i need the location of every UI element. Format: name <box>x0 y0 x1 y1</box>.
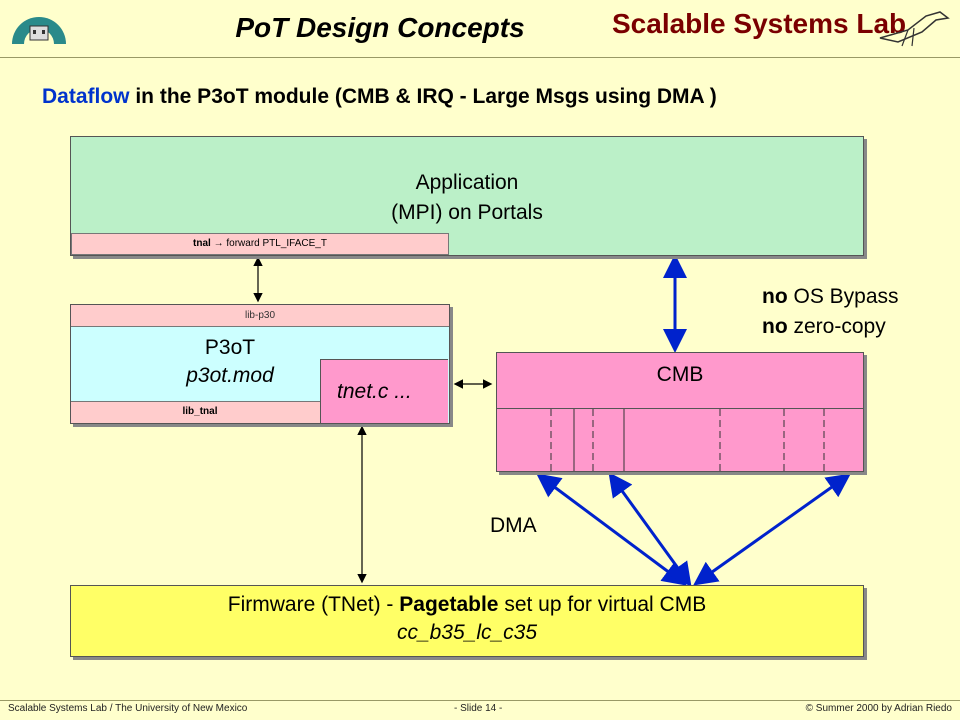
application-label: Application (MPI) on Portals <box>391 171 543 224</box>
dma-label: DMA <box>490 514 537 537</box>
lib-tnal-bar: lib_tnal <box>71 401 329 423</box>
cmb-divider <box>497 408 863 409</box>
cmb-box <box>496 352 864 472</box>
dma-arrow-1 <box>536 473 687 586</box>
footer-divider <box>0 700 960 701</box>
firmware-label: Firmware (TNet) - Pagetable set up for v… <box>227 593 707 644</box>
p3ot-label: P3oT p3ot.mod <box>186 336 274 387</box>
footer-slide-number: - Slide 14 - <box>454 703 503 714</box>
cmb-buffer-slots <box>550 409 825 471</box>
slide-subtitle: Dataflow in the P3oT module (CMB & IRQ -… <box>42 85 717 108</box>
dma-arrow-3 <box>693 473 851 586</box>
dma-arrow-2 <box>608 472 692 587</box>
university-logo-icon <box>10 6 68 46</box>
lib-p30-bar: lib-p30 <box>71 305 449 327</box>
header-divider <box>0 57 960 58</box>
tnal-forward-bar: tnal → forward PTL_IFACE_T <box>71 233 449 255</box>
tnet-c-box: tnet.c ... <box>320 359 448 423</box>
slide-title: PoT Design Concepts <box>235 12 525 43</box>
cmb-label: CMB <box>656 363 704 386</box>
lab-logo-text: Scalable Systems Lab <box>612 8 907 39</box>
firmware-box <box>70 585 864 657</box>
footer-copyright: © Summer 2000 by Adrian Riedo <box>805 703 952 714</box>
footer-left: Scalable Systems Lab / The University of… <box>8 703 248 714</box>
bird-logo-icon <box>878 8 950 48</box>
os-bypass-note: no OS Bypass no zero-copy <box>762 285 899 338</box>
